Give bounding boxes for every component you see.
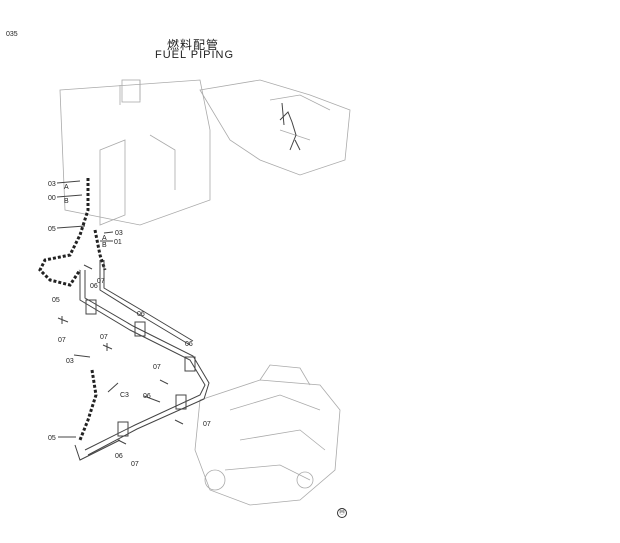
- revision-mark: Ⓜ: [337, 508, 347, 518]
- leader-lines: [56, 180, 161, 438]
- fuel-tank: [59, 79, 211, 226]
- callout-06: 06: [115, 453, 123, 460]
- callout-A: A: [64, 184, 69, 191]
- callout-01: 01: [114, 239, 122, 246]
- callout-C3: C3: [120, 392, 129, 399]
- fuel-hose-upper: [38, 178, 90, 287]
- callout-B: B: [64, 198, 69, 205]
- callout-07: 07: [153, 364, 161, 371]
- callout-03: 03: [115, 230, 123, 237]
- callout-07: 07: [58, 337, 66, 344]
- pipe-clamps: [85, 299, 196, 437]
- callout-B: B: [102, 242, 107, 249]
- callout-06: 06: [185, 341, 193, 348]
- fuel-hose-lower: [78, 369, 98, 441]
- callout-07: 07: [203, 421, 211, 428]
- callout-05: 05: [48, 226, 56, 233]
- fuel-hose-return: [93, 229, 107, 271]
- fuel-pipes: [74, 260, 210, 461]
- callout-06: 06: [143, 393, 151, 400]
- callout-A: A: [102, 235, 107, 242]
- callout-05: 05: [52, 297, 60, 304]
- page-number: 035: [6, 31, 18, 38]
- callout-07: 07: [100, 334, 108, 341]
- engine-block: [194, 364, 341, 506]
- callout-07: 07: [97, 278, 105, 285]
- callout-03: 03: [66, 358, 74, 365]
- callout-06: 06: [90, 283, 98, 290]
- callout-06: 06: [137, 311, 145, 318]
- bolts: [57, 264, 184, 445]
- callout-00: 00: [48, 195, 56, 202]
- callout-05: 05: [48, 435, 56, 442]
- diagram-title-japanese: 燃料配管: [167, 38, 220, 52]
- filter-assembly: [199, 79, 351, 176]
- callout-03: 03: [48, 181, 56, 188]
- callout-07: 07: [131, 461, 139, 468]
- diagram-title-english: FUEL PIPING: [155, 49, 235, 61]
